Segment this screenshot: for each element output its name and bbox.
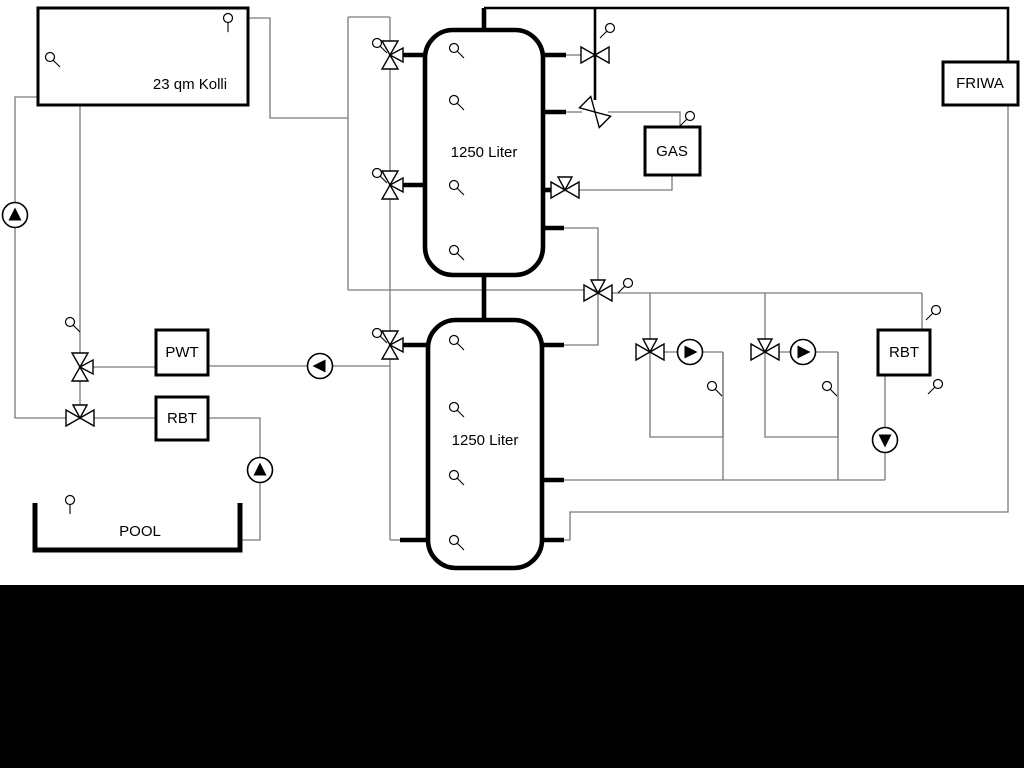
pool-basin: POOL — [32, 503, 243, 553]
pwt-heat-exchanger-box: PWT — [154, 328, 210, 377]
heating-scheme-svg: 23 qm Kolli 1250 Liter 1250 Liter GAS FR… — [1, 6, 1020, 571]
gas-boiler-box: GAS — [643, 125, 702, 177]
pump-right-circuit2-icon — [789, 338, 817, 366]
buffer-tank-top: 1250 Liter — [422, 27, 546, 278]
pump-up-solar-icon — [1, 201, 29, 229]
three-way-valve-solar-pwt-icon — [71, 352, 94, 382]
friwa-label: FRIWA — [956, 75, 1004, 92]
valve-gas-supply-icon — [578, 95, 612, 129]
sensor-pool-icon — [59, 493, 81, 515]
pump-up-pool-icon — [246, 456, 274, 484]
sensor-circuit2-icon — [821, 380, 838, 397]
collector-label: 23 qm Kolli — [153, 76, 227, 93]
sensor-circuit1-icon — [706, 380, 723, 397]
gas-label: GAS — [656, 143, 688, 160]
three-way-valve-tank2-icon — [381, 330, 404, 360]
three-way-valve-gas-return-icon — [550, 176, 580, 199]
pwt-label: PWT — [165, 344, 198, 361]
diagram-canvas: 23 qm Kolli 1250 Liter 1250 Liter GAS FR… — [0, 0, 1024, 585]
rbt-left-label: RBT — [167, 410, 197, 427]
bottom-black-bar — [0, 585, 1024, 768]
three-way-valve-solar-rbt-icon — [65, 404, 95, 427]
pump-right-circuit1-icon — [676, 338, 704, 366]
sensor-pwt-return-icon — [64, 316, 81, 333]
sensor-main-valve-icon — [617, 277, 634, 294]
sensor-gas-supply-icon — [679, 110, 696, 127]
solar-collector-box: 23 qm Kolli — [36, 6, 250, 107]
main-lines — [400, 6, 1010, 543]
buffer-tank-bottom: 1250 Liter — [425, 317, 545, 571]
rbt-left-box: RBT — [154, 395, 210, 442]
three-way-valve-tank1-mid-icon — [381, 170, 404, 200]
sensor-rbt-supply-icon — [925, 304, 942, 321]
tank-bottom-label: 1250 Liter — [452, 432, 519, 449]
sensor-rbt-return-icon — [927, 378, 944, 395]
rbt-right-box: RBT — [876, 328, 932, 377]
rbt-right-label: RBT — [889, 344, 919, 361]
pump-left-pwt-icon — [306, 352, 334, 380]
tank-top-label: 1250 Liter — [451, 144, 518, 161]
sensor-dhw-top-icon — [599, 22, 616, 39]
three-way-valve-tank1-top-icon — [381, 40, 404, 70]
pool-label: POOL — [119, 523, 161, 540]
friwa-station-box: FRIWA — [941, 60, 1020, 107]
pump-down-rbt-icon — [871, 426, 899, 454]
